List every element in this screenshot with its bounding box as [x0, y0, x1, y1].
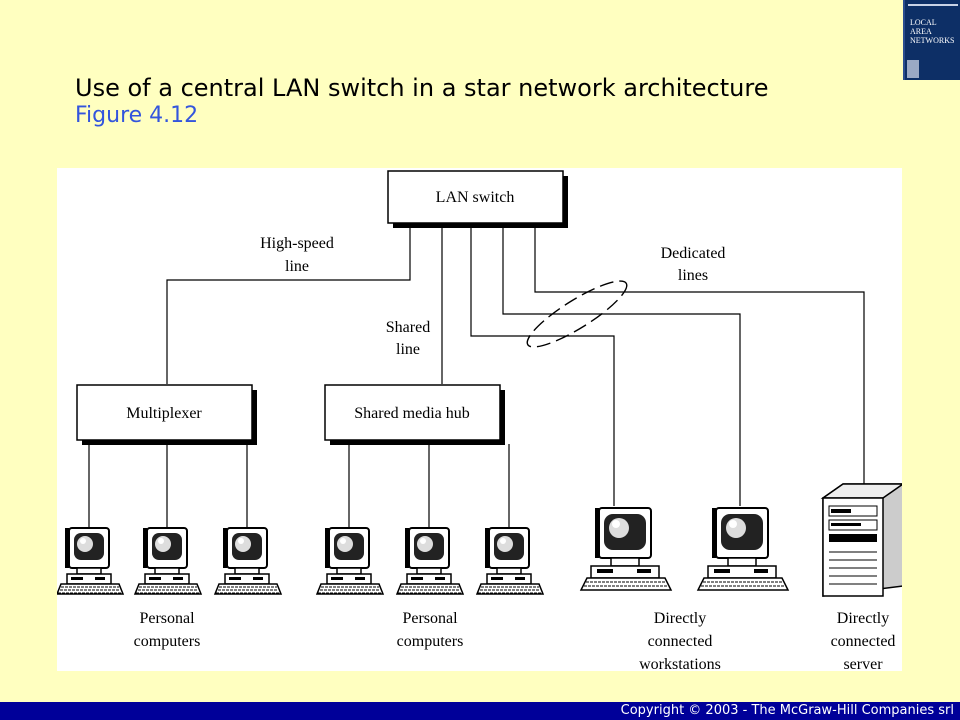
server-icon — [820, 483, 906, 597]
personal-computers-label-1: Personal computers — [134, 610, 201, 650]
high-speed-line — [166, 228, 411, 384]
high-speed-line-label: High-speed line — [260, 235, 334, 275]
svg-text:computers: computers — [397, 633, 464, 650]
lan-switch-label: LAN switch — [436, 189, 515, 206]
svg-text:computers: computers — [134, 633, 201, 650]
hub-label: Shared media hub — [354, 405, 470, 422]
workstation-icon — [580, 507, 672, 591]
multiplexer-box: Multiplexer — [76, 384, 257, 445]
network-diagram: LAN switch Multiplexer Shared media hub … — [56, 168, 906, 673]
book-cover-thumbnail: LOCAL AREA NETWORKS — [903, 0, 960, 80]
connection-lines — [88, 228, 865, 528]
dedicated-line-1 — [470, 228, 615, 506]
svg-text:Directly: Directly — [837, 610, 889, 627]
svg-text:Shared: Shared — [386, 319, 430, 336]
personal-computers-label-2: Personal computers — [397, 610, 464, 650]
personal-computer-icon — [214, 527, 282, 595]
personal-computer-icon — [476, 527, 544, 595]
svg-text:Directly: Directly — [654, 610, 706, 627]
personal-computer-icon — [396, 527, 464, 595]
dedicated-lines-label: Dedicated lines — [661, 245, 726, 284]
book-cover-title: LOCAL AREA NETWORKS — [910, 18, 955, 45]
svg-text:Personal: Personal — [402, 610, 458, 627]
figure-label: Figure 4.12 — [75, 103, 199, 128]
server-label: Directly connected server — [831, 610, 896, 673]
svg-text:Dedicated: Dedicated — [661, 245, 726, 262]
dedicated-line-3 — [534, 228, 865, 488]
personal-computer-icon — [56, 527, 124, 595]
svg-text:server: server — [843, 656, 883, 671]
hub-box: Shared media hub — [324, 384, 505, 445]
svg-text:line: line — [396, 341, 420, 358]
workstation-icon — [697, 507, 789, 591]
copyright-text: Copyright © 2003 - The McGraw-Hill Compa… — [620, 703, 954, 718]
svg-text:workstations: workstations — [639, 656, 721, 671]
svg-text:line: line — [285, 258, 309, 275]
workstations-label: Directly connected workstations — [639, 610, 721, 673]
multiplexer-label: Multiplexer — [126, 405, 202, 422]
footer-bar: Copyright © 2003 - The McGraw-Hill Compa… — [0, 702, 960, 720]
slide-title: Use of a central LAN switch in a star ne… — [75, 74, 769, 102]
svg-text:connected: connected — [831, 633, 896, 650]
svg-text:High-speed: High-speed — [260, 235, 334, 252]
lan-switch-box: LAN switch — [387, 170, 568, 228]
personal-computer-icon — [316, 527, 384, 595]
dedicated-lines-marker — [526, 280, 628, 348]
shared-line-label: Shared line — [386, 319, 430, 358]
personal-computer-icon — [134, 527, 202, 595]
svg-text:lines: lines — [678, 267, 708, 284]
dedicated-line-2 — [502, 228, 741, 506]
svg-text:connected: connected — [648, 633, 713, 650]
svg-text:Personal: Personal — [139, 610, 195, 627]
